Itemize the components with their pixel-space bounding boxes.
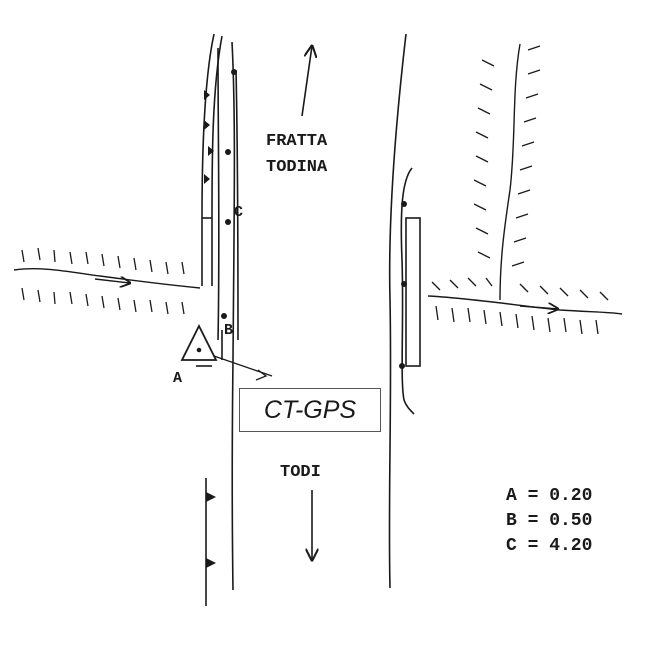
stream-left bbox=[13, 268, 201, 289]
town-north-line-2: TODINA bbox=[266, 158, 328, 177]
legend-entry-b: B = 0.50 bbox=[506, 511, 593, 531]
point-label-a: A bbox=[173, 370, 182, 387]
gps-station-box: CT-GPS bbox=[239, 388, 381, 432]
direction-arrows bbox=[301, 46, 312, 560]
town-north-line-1: FRATTA bbox=[266, 132, 328, 151]
stream-right-bank-hatching bbox=[431, 45, 609, 335]
pointer-arrow bbox=[213, 355, 273, 377]
road-right-edge bbox=[388, 33, 421, 589]
embankment-marks-left bbox=[204, 90, 216, 568]
gps-station-label: CT-GPS bbox=[263, 395, 357, 424]
road-left-edge bbox=[201, 33, 239, 591]
point-label-c: C bbox=[234, 204, 243, 221]
stream-left-bank-hatching bbox=[21, 247, 185, 315]
legend: A = 0.20 B = 0.50 C = 4.20 bbox=[506, 484, 636, 559]
survey-dots bbox=[221, 69, 407, 369]
benchmark-triangle bbox=[180, 323, 218, 367]
legend-entry-c: C = 4.20 bbox=[506, 536, 593, 556]
town-south: TODI bbox=[280, 463, 321, 482]
stream-right bbox=[427, 43, 623, 315]
legend-entry-a: A = 0.20 bbox=[506, 486, 593, 506]
point-label-b: B bbox=[224, 322, 233, 339]
